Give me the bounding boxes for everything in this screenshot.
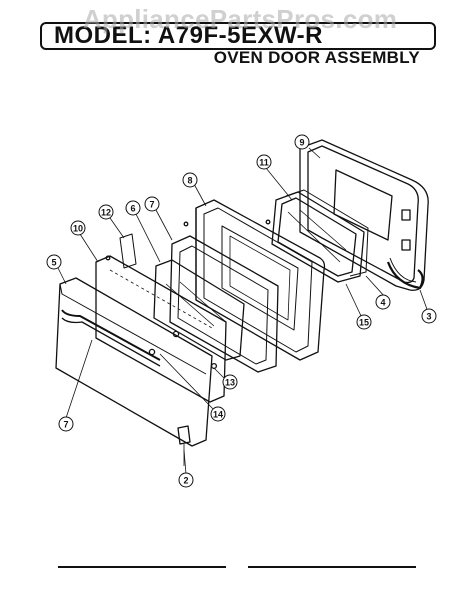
callout-label: 9: [299, 138, 304, 148]
part-frame-clip-top: [401, 209, 411, 221]
part-frame-window-cutout: [333, 169, 393, 241]
callout-8: [182, 172, 198, 188]
callout-label: 4: [380, 298, 385, 308]
callout-9: [294, 134, 310, 150]
callout-label: 12: [101, 208, 111, 218]
callout-5: [46, 254, 62, 270]
part-gasket: [386, 261, 424, 290]
part-screw-2: [172, 330, 180, 338]
callout-label: 7: [149, 200, 154, 210]
callout-12: [98, 204, 114, 220]
model-label: MODEL: A79F-5EXW-R: [54, 22, 323, 49]
part-hinge: [177, 425, 191, 445]
callout-label: 11: [259, 158, 269, 168]
callout-7-bottom: [58, 416, 74, 432]
callout-label: 13: [225, 378, 235, 388]
callout-label: 10: [73, 224, 83, 234]
callout-label: 2: [183, 476, 188, 486]
footer-rule-right: [248, 566, 416, 568]
part-screw-4: [105, 255, 111, 261]
part-door-back-panel: [95, 255, 227, 403]
callout-3: [421, 308, 437, 324]
part-screw-1: [148, 348, 156, 356]
part-window-glass: [153, 259, 245, 361]
callout-15: [356, 314, 372, 330]
part-outer-frame: [299, 139, 429, 291]
callout-4: [375, 294, 391, 310]
callout-7-top: [144, 196, 160, 212]
callout-label: 15: [359, 318, 369, 328]
callout-label: 3: [426, 312, 431, 322]
callout-label: 8: [187, 176, 192, 186]
callout-label: 6: [130, 204, 135, 214]
part-window-frame: [169, 235, 279, 373]
callout-label: 14: [213, 410, 223, 420]
callout-6: [125, 200, 141, 216]
callout-2: [178, 472, 194, 488]
part-door-liner: [195, 199, 326, 361]
part-inner-glass-frame: [271, 191, 365, 283]
callout-label: 7: [63, 420, 68, 430]
callout-10: [70, 220, 86, 236]
part-inner-glass: [277, 197, 357, 277]
footer-rule-left: [58, 566, 226, 568]
part-glass-retainer: [285, 189, 369, 277]
model-header-box: MODEL: A79F-5EXW-R: [40, 22, 436, 50]
callout-label: 5: [51, 258, 56, 268]
callout-14: [210, 406, 226, 422]
part-frame-clip-bottom: [401, 239, 411, 251]
part-screw-5: [265, 219, 271, 225]
diagram-title: OVEN DOOR ASSEMBLY: [213, 48, 420, 67]
part-outer-door-panel: [55, 277, 213, 447]
callout-13: [222, 374, 238, 390]
callout-11: [256, 154, 272, 170]
part-screw-3: [210, 362, 218, 370]
part-screw-6: [183, 221, 189, 227]
part-bracket: [119, 233, 137, 269]
part-door-handle: [61, 309, 161, 361]
